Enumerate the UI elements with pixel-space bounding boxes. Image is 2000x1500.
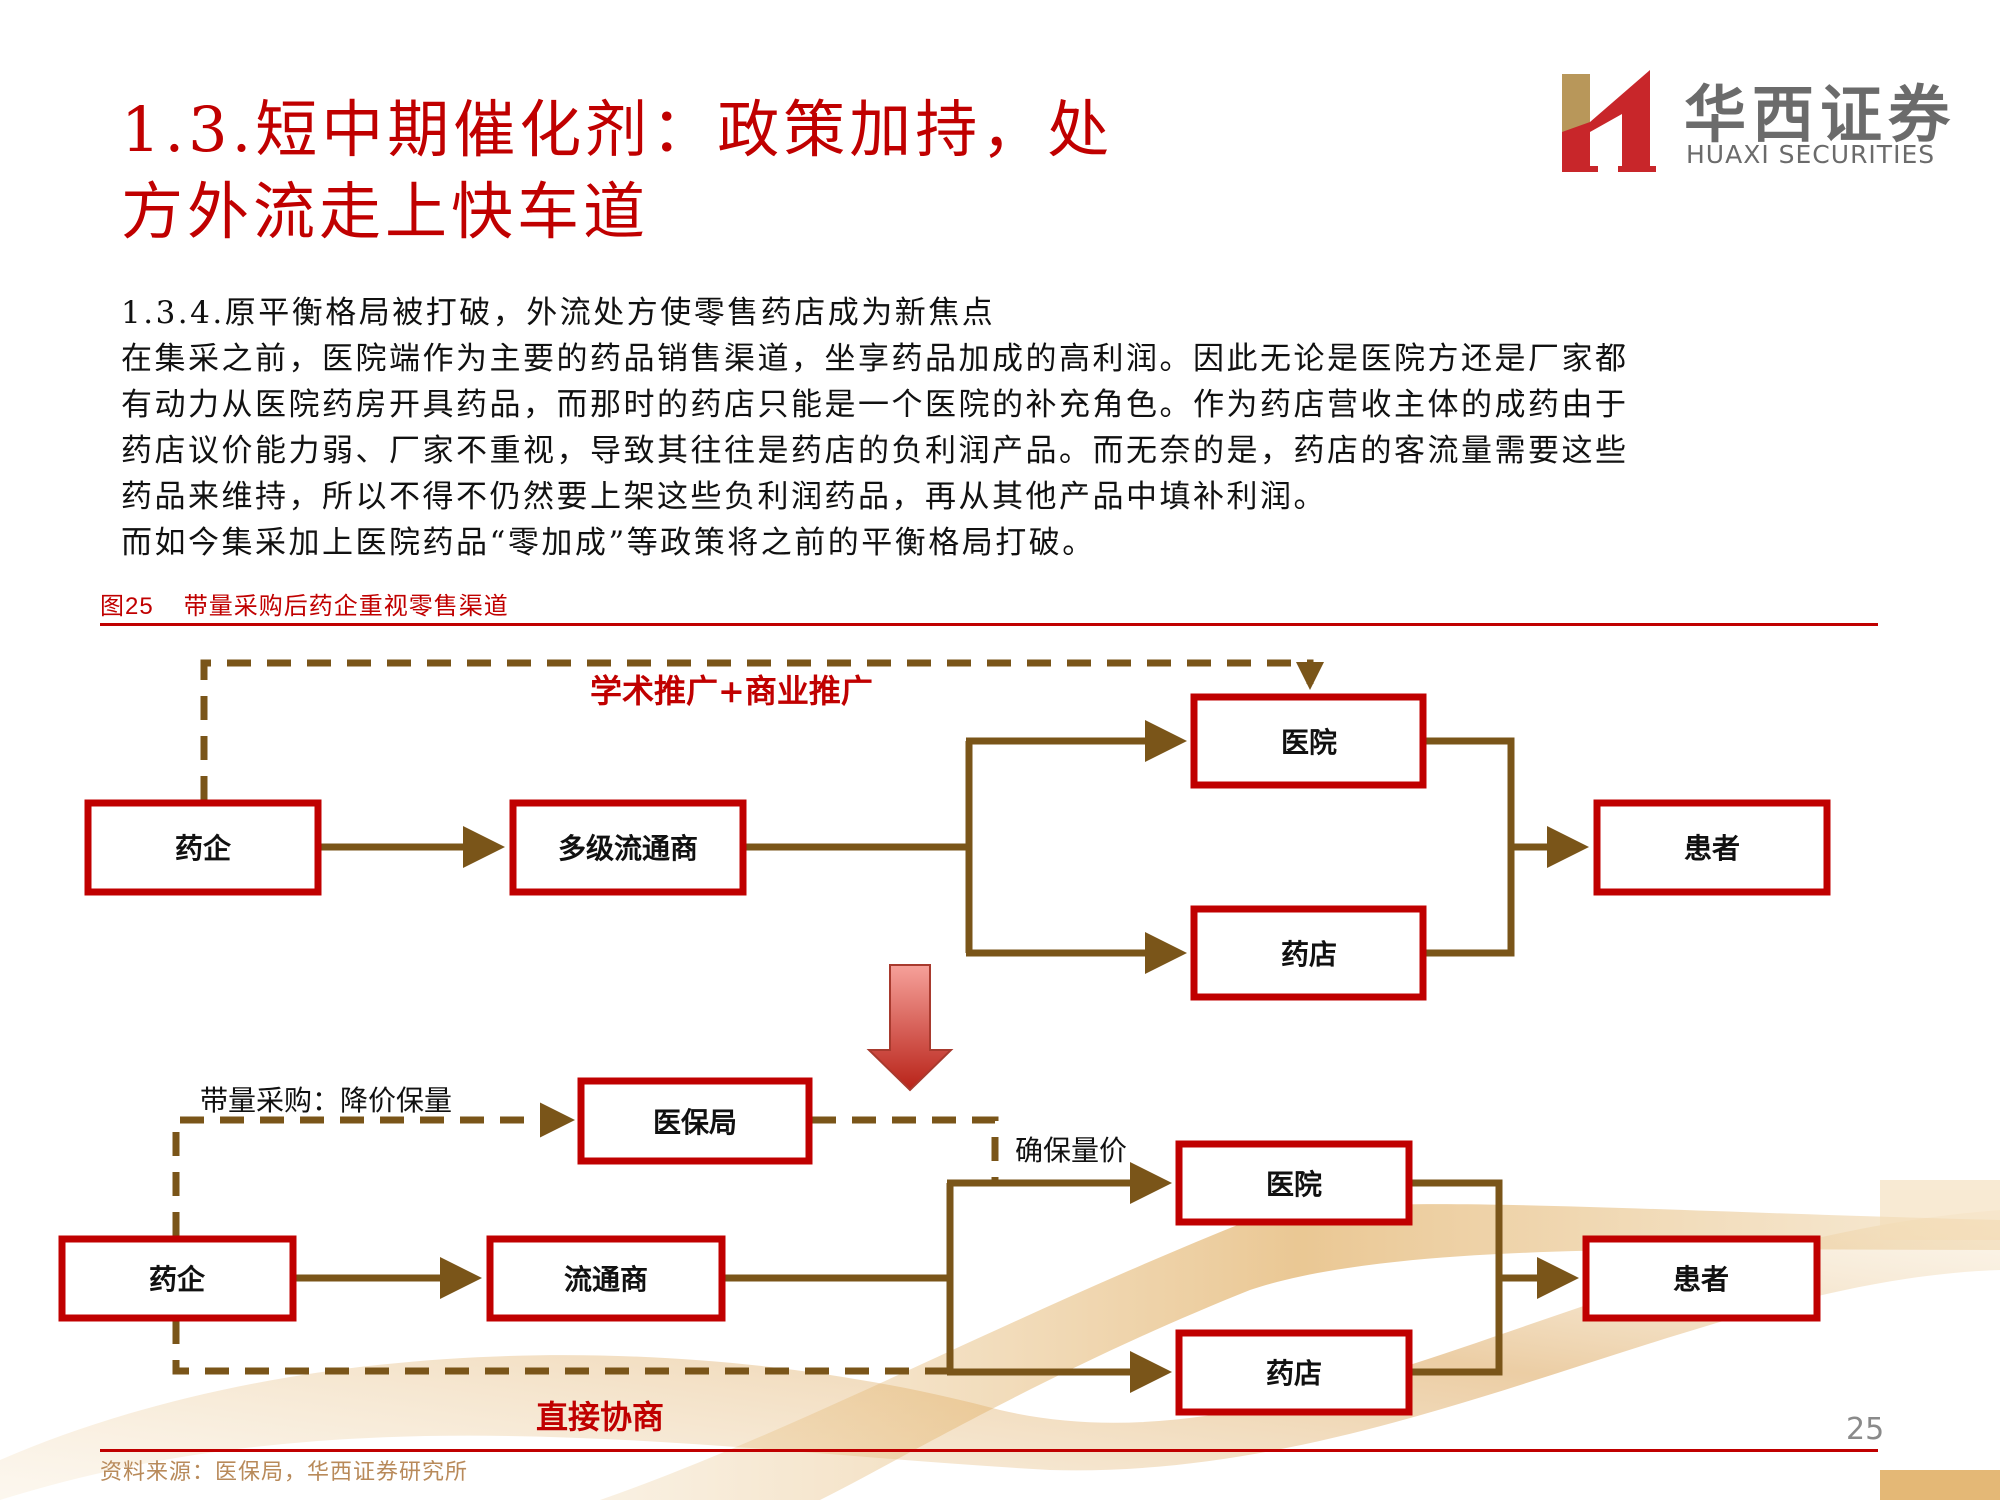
body-paragraph: 1.3.4.原平衡格局被打破，外流处方使零售药店成为新焦点 在集采之前，医院端作…: [121, 290, 1901, 566]
procurement-dashed-connector: [172, 1116, 570, 1236]
connector-merge: [1426, 737, 1515, 957]
guarantee-label: 确保量价: [1015, 1134, 1127, 1167]
node-hospital: 医院: [1190, 693, 1427, 789]
logo-chinese-name: 华西证券: [1684, 78, 1957, 151]
body-line: 药品来维持，所以不得不仍然要上架这些负利润药品，再从其他产品中填补利润。: [121, 479, 1327, 515]
connector-merge: [1412, 1179, 1503, 1376]
figure-title: 带量采购后药企重视零售渠道: [183, 592, 509, 620]
svg-text:患者: 患者: [1673, 1263, 1729, 1296]
svg-text:多级流通商: 多级流通商: [558, 832, 698, 865]
node-hospital: 医院: [1175, 1140, 1413, 1226]
promotion-label: 学术推广+商业推广: [590, 672, 873, 710]
page-title-line-2: 方外流走上快车道: [121, 175, 650, 248]
direct-negotiation-dashed-connector: [172, 1320, 950, 1375]
source-note: 资料来源：医保局，华西证券研究所: [100, 1460, 469, 1485]
node-pharma-company: 药企: [84, 799, 322, 896]
before-diagram: 药企 多级流通商 医院 药店 患者 学术推广+商业推广: [84, 659, 1831, 1001]
company-logo: 华西证券 HUAXI SECURITIES: [1558, 70, 1952, 174]
node-distributor: 流通商: [486, 1235, 726, 1322]
page-number: 25: [1846, 1412, 1885, 1447]
body-line: 药店议价能力弱、厂家不重视，导致其往往是药店的负利润产品。而无奈的是，药店的客流…: [121, 433, 1629, 469]
body-line: 有动力从医院药房开具药品，而那时的药店只能是一个医院的补充角色。作为药店营收主体…: [121, 387, 1629, 423]
svg-text:患者: 患者: [1684, 832, 1740, 865]
svg-text:医院: 医院: [1281, 726, 1337, 759]
svg-text:流通商: 流通商: [564, 1263, 648, 1296]
node-patient: 患者: [1593, 799, 1831, 896]
node-multilevel-distributor: 多级流通商: [509, 799, 747, 896]
node-patient: 患者: [1582, 1235, 1821, 1322]
svg-text:药企: 药企: [149, 1263, 206, 1296]
body-line: 在集采之前，医院端作为主要的药品销售渠道，坐享药品加成的高利润。因此无论是医院方…: [121, 341, 1629, 377]
svg-text:医保局: 医保局: [653, 1106, 737, 1139]
figure-number: 图25: [100, 593, 154, 620]
down-arrow-icon: [866, 964, 954, 1092]
node-pharma-company: 药企: [58, 1235, 297, 1322]
svg-text:医院: 医院: [1266, 1168, 1322, 1201]
decorative-swoosh-background: [0, 1180, 2000, 1500]
svg-text:药店: 药店: [1281, 938, 1337, 971]
node-pharmacy: 药店: [1190, 905, 1427, 1001]
direct-negotiation-label: 直接协商: [536, 1398, 664, 1436]
after-diagram: 医保局 药企 流通商 医院 药店 患者 带量采购：降价保量 确保量价 直接协商: [58, 1077, 1821, 1436]
body-line: 而如今集采加上医院药品“零加成”等政策将之前的平衡格局打破。: [121, 525, 1096, 561]
guarantee-dashed-connector: [812, 1116, 999, 1180]
footer-divider: [100, 1449, 1878, 1452]
caption-divider: [100, 623, 1878, 626]
huaxi-logo-mark-icon: [1558, 70, 1656, 172]
node-insurance-bureau: 医保局: [577, 1077, 813, 1165]
procurement-label: 带量采购：降价保量: [200, 1084, 452, 1117]
figure-caption: 图25 带量采购后药企重视零售渠道: [100, 586, 509, 621]
node-pharmacy: 药店: [1175, 1329, 1413, 1416]
page-title-line-1: 1.3.短中期催化剂：政策加持，处: [121, 93, 1114, 166]
section-subheading: 1.3.4.原平衡格局被打破，外流处方使零售药店成为新焦点: [121, 295, 996, 331]
svg-text:药店: 药店: [1266, 1357, 1322, 1390]
svg-text:药企: 药企: [175, 832, 232, 865]
logo-english-name: HUAXI SECURITIES: [1686, 140, 1936, 169]
